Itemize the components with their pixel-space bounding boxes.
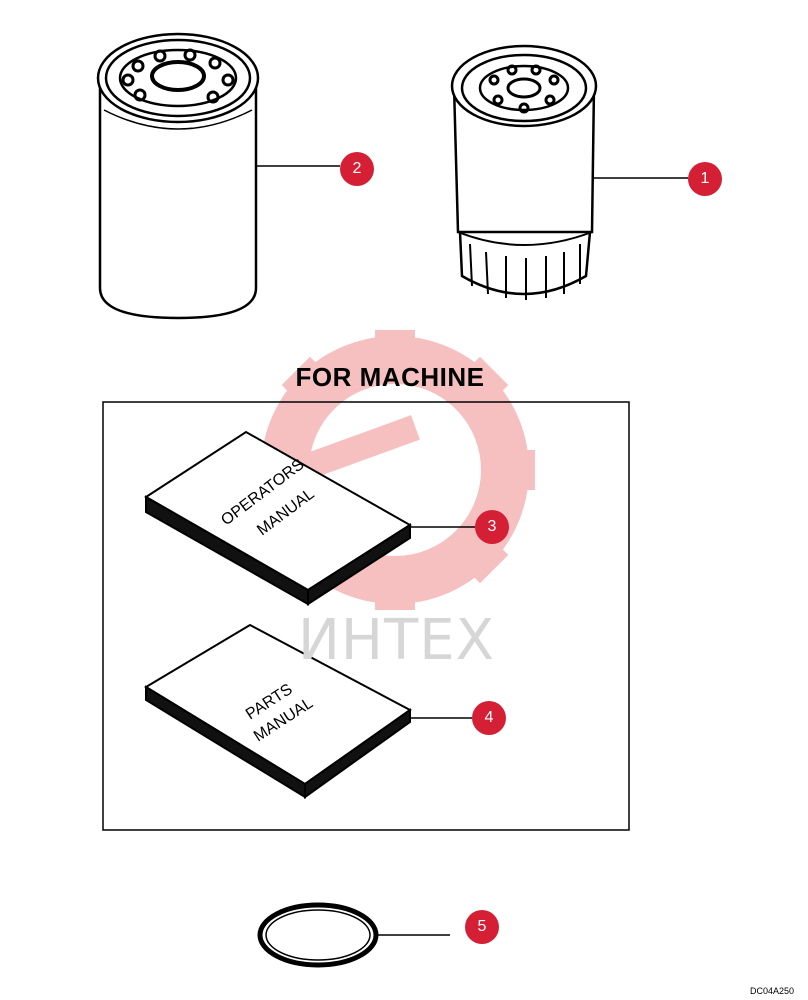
callout-1[interactable]: 1 [688,162,722,196]
callout-4[interactable]: 4 [472,701,506,735]
section-title: FOR MACHINE [295,362,485,392]
o-ring-drawing [257,902,379,968]
watermark-text: ИНТЕХ [298,608,495,673]
callout-3[interactable]: 3 [475,510,509,544]
machine-items-frame [102,401,630,831]
parts-manual-drawing: PARTS MANUAL [144,623,412,799]
oil-filter-drawing [450,44,598,300]
callout-2[interactable]: 2 [340,152,374,186]
figure-code: DC04A250 [749,986,794,996]
operators-manual-drawing: OPERATORS MANUAL [144,430,412,606]
fuel-filter-drawing [96,32,260,320]
callout-5[interactable]: 5 [465,910,499,944]
